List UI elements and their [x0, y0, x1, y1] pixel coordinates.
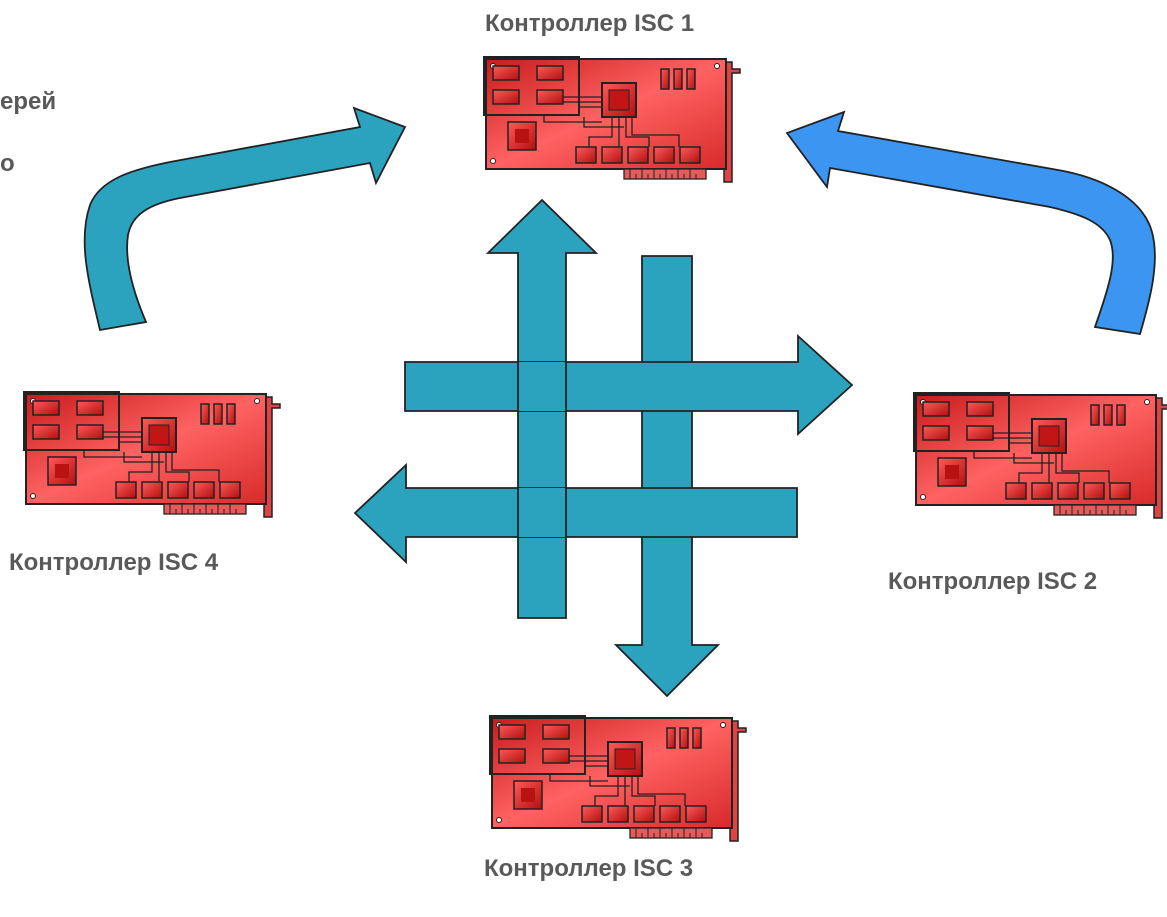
- curved-arrow-4-to-1: [83, 106, 407, 332]
- fragment-text-2: о: [0, 150, 15, 177]
- controller-label-2: Контроллер ISC 2: [888, 568, 1098, 595]
- controller-card-icon-4: [23, 391, 281, 518]
- controller-label-1: Контроллер ISC 1: [485, 10, 695, 37]
- controller-label-3: Контроллер ISC 3: [484, 855, 694, 882]
- arrow-down-to-controller-3: [613, 255, 721, 698]
- controller-card-icon-2: [913, 392, 1167, 519]
- arrow-up-overlay: [518, 362, 566, 537]
- controller-card-icon-1: [483, 56, 741, 183]
- arrow-up-overlay-edges: [517, 362, 567, 537]
- controller-label-4: Контроллер ISC 4: [9, 549, 219, 576]
- arrow-left-to-controller-4: [353, 462, 798, 565]
- fragment-text-1: ерей: [0, 88, 57, 115]
- curved-arrow-2-to-1: [785, 110, 1156, 336]
- arrow-right-to-controller-2: [404, 333, 854, 437]
- controller-card-icon-3: [489, 715, 747, 842]
